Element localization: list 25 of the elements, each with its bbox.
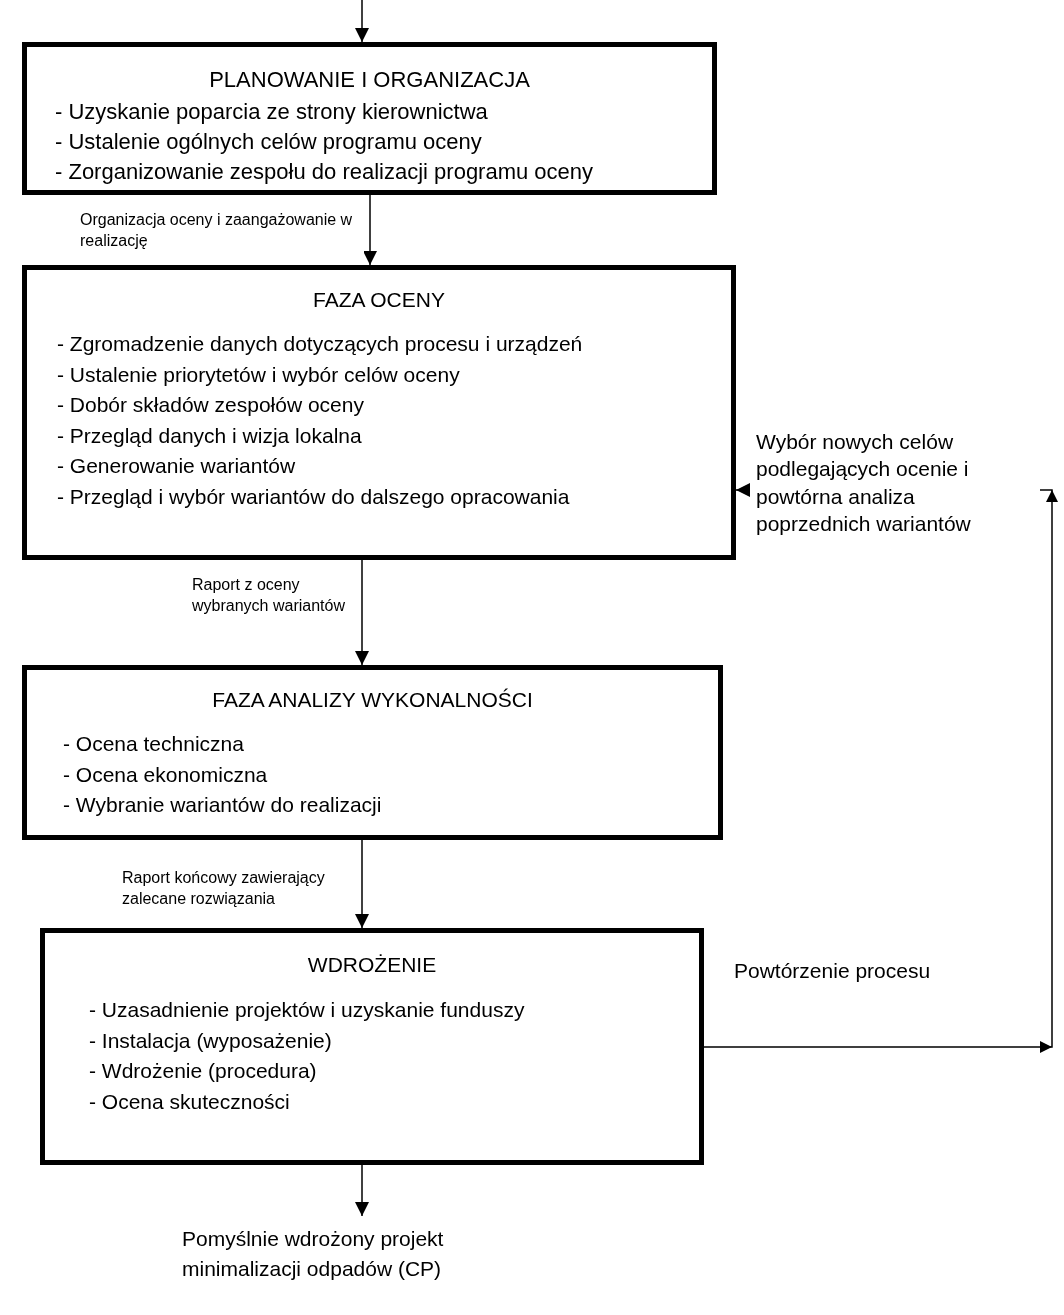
bullet-item: - Ustalenie ogólnych celów programu oceny: [55, 129, 482, 154]
process-box: [22, 42, 717, 195]
bullet-item: - Wybranie wariantów do realizacji: [63, 793, 382, 817]
bullet-item: - Uzyskanie poparcia ze strony kierownictwa: [55, 99, 488, 124]
process-box: [22, 665, 723, 840]
bullet-item: - Zorganizowanie zespołu do realizacji programu oceny: [55, 159, 594, 184]
bullet-item: - Uzasadnienie projektów i uzyskanie funduszy: [89, 998, 525, 1022]
phase-heading: PLANOWANIE I ORGANIZACJA: [208, 67, 531, 92]
process-box: [22, 265, 736, 560]
bullet-item: - Dobór składów zespołów oceny: [57, 393, 364, 417]
bullet-item: - Wdrożenie (procedura): [89, 1059, 317, 1083]
process-box: [40, 928, 704, 1165]
result-text: Pomyślnie wdrożony projekt minimalizacji odpadów (CP): [182, 1226, 445, 1283]
bullet-item: - Zgromadzenie danych dotyczących procesu i urządzeń: [57, 332, 583, 356]
bullet-item: - Ocena ekonomiczna: [63, 762, 268, 787]
bullet-item: - Przegląd i wybór wariantów do dalszego opracowania: [57, 484, 570, 509]
bullet-item: - Ustalenie priorytetów i wybór celów oceny: [57, 362, 460, 387]
phase-heading: WDROŻENIE: [306, 953, 438, 977]
bullet-item: - Ocena skuteczności: [89, 1089, 290, 1114]
bullet-item: - Instalacja (wyposażenie): [89, 1028, 332, 1053]
phase-heading: FAZA ANALIZY WYKONALNOŚCI: [211, 688, 534, 712]
bullet-item: - Generowanie wariantów: [57, 454, 296, 478]
phase-heading: FAZA OCENY: [312, 288, 446, 312]
bullet-item: - Przegląd danych i wizja lokalna: [57, 423, 362, 448]
bullet-item: - Ocena techniczna: [63, 732, 244, 756]
